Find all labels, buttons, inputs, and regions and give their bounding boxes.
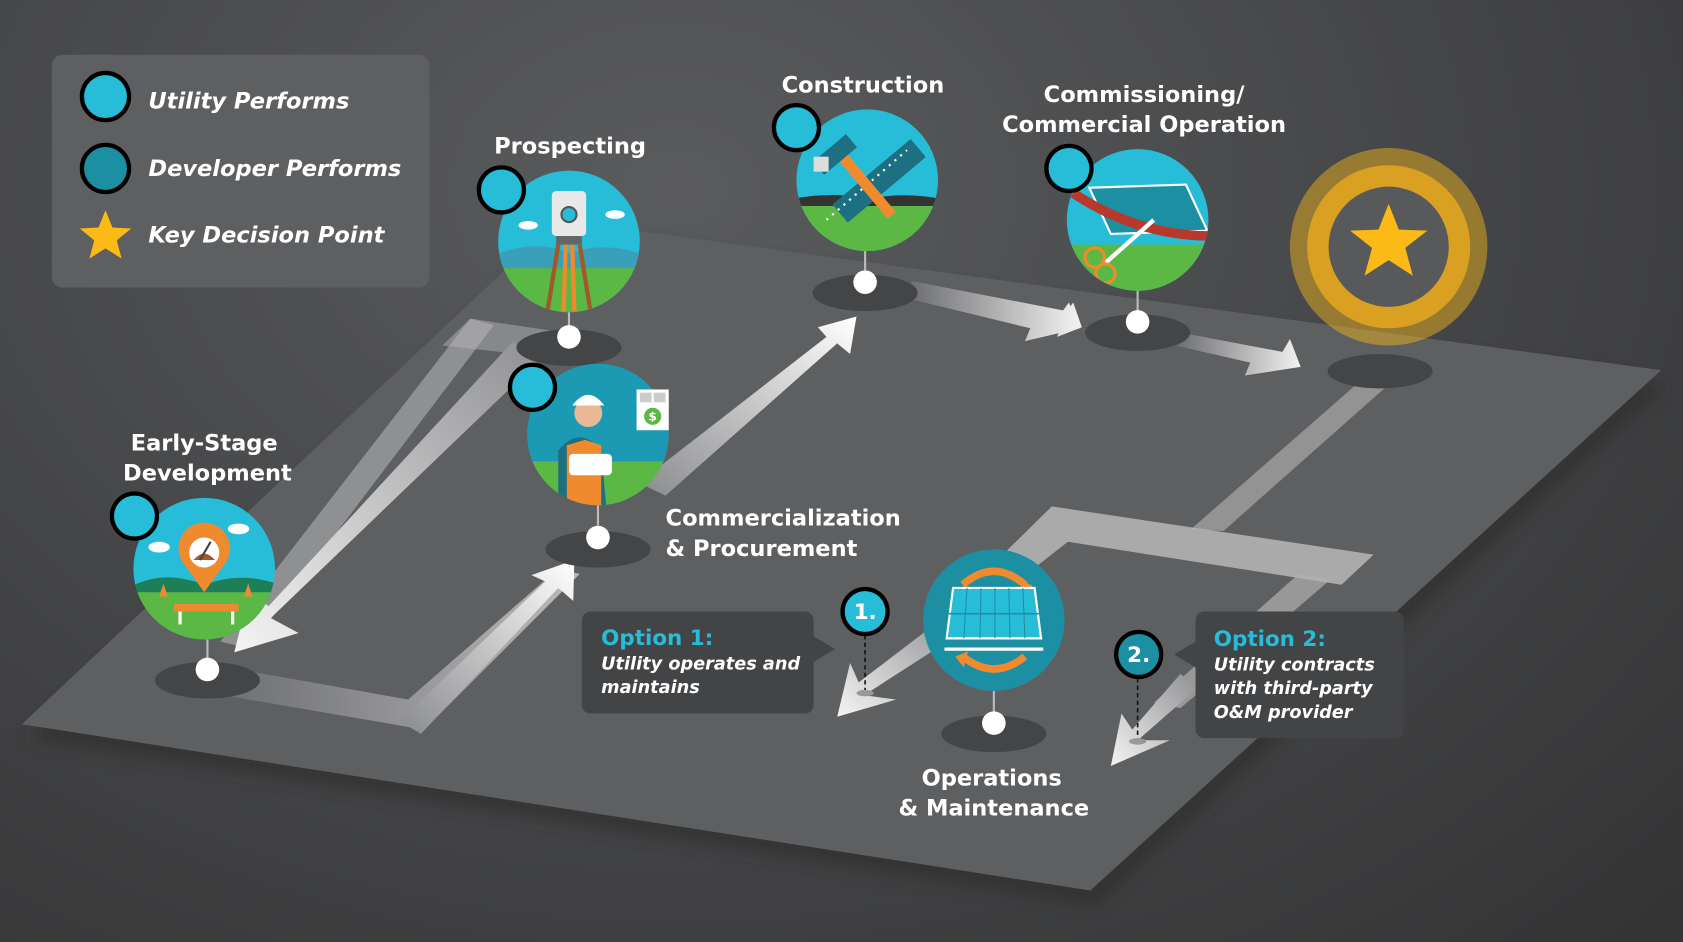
option-2-line-3: O&M provider — [1214, 703, 1354, 723]
option-1-number: 1. — [854, 600, 877, 625]
legend: Utility Performs Developer Performs Key … — [51, 54, 430, 288]
option-2-callout: Option 2: Utility contracts with third-p… — [1174, 611, 1404, 739]
developer-circle-icon — [79, 142, 132, 195]
option-2-marker: 2. — [1114, 629, 1164, 745]
stage-title-line-1: Early-Stage — [131, 431, 278, 457]
option-1-title: Option 1: — [601, 626, 713, 651]
stage-title-line-2: & Maintenance — [898, 795, 1089, 821]
legend-label-utility: Utility Performs — [148, 88, 349, 114]
legend-item-decision: Key Decision Point — [79, 210, 386, 259]
option-2-line-1: Utility contracts — [1214, 656, 1375, 676]
legend-label-decision: Key Decision Point — [148, 222, 385, 248]
stage-title-line-2: & Procurement — [666, 536, 858, 562]
utility-performer-badge — [476, 165, 527, 215]
option-1-line-1: Utility operates and — [601, 654, 800, 674]
construction-site-pin-icon — [133, 497, 276, 640]
utility-performer-badge — [771, 102, 822, 153]
stage-operations: Operations & Maintenance — [898, 549, 1089, 821]
stage-early-stage: Early-Stage Development — [109, 431, 292, 640]
option-1-marker: 1. — [840, 586, 890, 697]
option-2-line-2: with third-party — [1214, 679, 1374, 699]
option-2-title: Option 2: — [1214, 627, 1326, 652]
utility-circle-icon — [79, 70, 132, 123]
solar-panel-cycle-icon — [923, 549, 1065, 691]
legend-label-developer: Developer Performs — [148, 156, 401, 182]
option-1-callout: Option 1: Utility operates and maintains — [581, 611, 836, 714]
stage-commissioning: Commissioning/ Commercial Operation — [1002, 82, 1286, 291]
hammer-ruler-icon — [796, 109, 939, 252]
stage-key-decision — [1289, 148, 1488, 346]
stage-title-line-2: Commercial Operation — [1002, 112, 1286, 138]
legend-item-developer: Developer Performs — [79, 142, 401, 195]
star-icon — [1350, 203, 1428, 276]
stage-title-line-1: Prospecting — [494, 133, 646, 159]
pin-bases — [154, 251, 1433, 753]
arrow-to-commercialization — [399, 560, 575, 734]
worker-contract-icon — [527, 363, 669, 506]
stage-commercialization: Commercialization & Procurement $ — [507, 362, 901, 562]
utility-performer-badge — [1044, 143, 1094, 194]
arrow-to-commissioning — [906, 281, 1082, 342]
stage-title-line-1: Operations — [922, 765, 1062, 791]
dollar-icon: $ — [649, 410, 657, 424]
arrow-to-construction — [638, 316, 857, 496]
contract-document-icon: $ — [636, 389, 669, 431]
arrow-to-key-decision — [1175, 332, 1301, 376]
stage-title-line-1: Construction — [782, 72, 945, 98]
star-icon — [79, 210, 132, 259]
stage-construction: Construction — [771, 72, 945, 252]
option-1-line-2: maintains — [601, 678, 700, 698]
utility-performer-badge — [507, 362, 558, 412]
stage-title-line-2: Development — [123, 461, 292, 487]
stage-title-line-1: Commercialization — [666, 506, 901, 532]
stage-title-line-1: Commissioning/ — [1044, 82, 1246, 108]
legend-item-utility: Utility Performs — [79, 70, 349, 123]
arrow-early-stage-from-prospecting — [234, 341, 537, 653]
option-2-number: 2. — [1127, 643, 1150, 668]
utility-performer-badge — [109, 491, 160, 541]
